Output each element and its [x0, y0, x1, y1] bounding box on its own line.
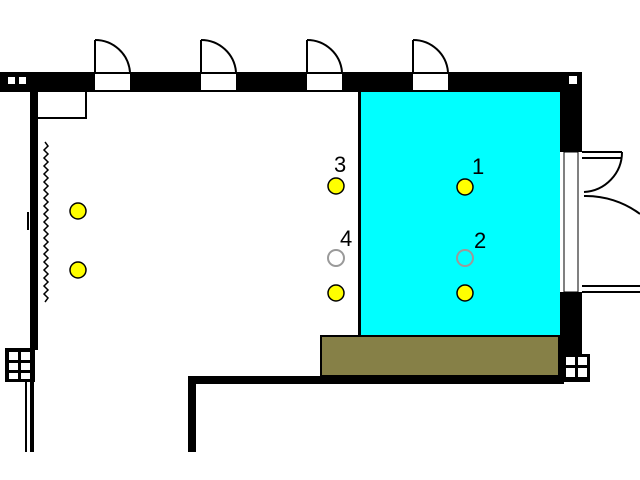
column-grid-icon	[8, 77, 26, 84]
marker-label-3: 3	[334, 152, 346, 177]
door-opening-1	[95, 74, 130, 90]
stage-area-divider	[358, 92, 361, 336]
light-marker	[69, 261, 87, 279]
marker-label-2: 2	[474, 228, 486, 253]
top-wall	[0, 72, 582, 92]
door-swing-icon	[412, 38, 449, 73]
curtain-zigzag-icon	[42, 141, 50, 303]
door-swing-icon	[306, 38, 343, 73]
door-swing-icon	[582, 194, 640, 293]
left-wall-upper	[30, 92, 38, 350]
bottom-wall	[188, 376, 564, 384]
marker-label-1: 1	[472, 154, 484, 179]
platform	[320, 335, 560, 377]
right-door-opening	[563, 151, 579, 293]
light-marker-off	[327, 249, 345, 267]
bottom-wall-post	[188, 376, 196, 452]
light-marker	[327, 284, 345, 302]
right-wall-lower	[560, 292, 582, 354]
door-swing-icon	[200, 38, 237, 73]
light-marker-off	[456, 249, 474, 267]
alcove-box	[38, 92, 87, 119]
light-marker	[456, 178, 474, 196]
left-wall-lower	[30, 380, 34, 452]
column-grid-icon	[5, 348, 35, 382]
door-opening-2	[201, 74, 236, 90]
light-marker	[327, 177, 345, 195]
door-swing-icon	[582, 151, 624, 193]
right-wall-upper	[560, 72, 582, 152]
door-opening-4	[413, 74, 448, 90]
door-opening-3	[307, 74, 342, 90]
marker-label-4: 4	[340, 226, 352, 251]
light-marker	[69, 202, 87, 220]
door-swing-icon	[94, 38, 131, 73]
column-grid-icon	[566, 76, 587, 377]
light-marker	[456, 284, 474, 302]
